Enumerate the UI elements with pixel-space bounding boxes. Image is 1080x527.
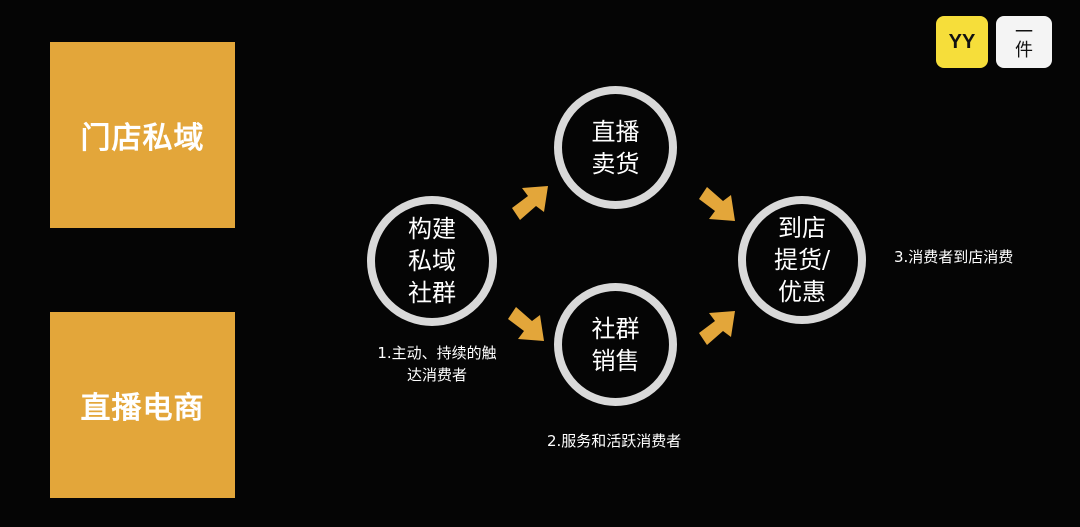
yy-logo-text: YY xyxy=(948,30,976,53)
build-community-circle: 构建 私域 社群 xyxy=(367,196,497,326)
community-sales-label: 社群 销售 xyxy=(591,314,640,375)
store-private-domain-box: 门店私域 xyxy=(50,42,235,228)
step3-caption: 3.消费者到店消费 xyxy=(894,248,1014,266)
step1-caption: 1.主动、持续的触 达消费者 xyxy=(377,344,497,384)
yy-logo: YY xyxy=(936,16,988,68)
yijian-logo: 一 件 xyxy=(996,16,1052,68)
yijian-logo-top: 一 xyxy=(1015,22,1033,43)
arrow-down-right-icon xyxy=(699,187,735,221)
livestream-selling-circle: 直播 卖货 xyxy=(554,86,677,209)
step2-caption: 2.服务和活跃消费者 xyxy=(547,432,682,450)
arrow-down-right-icon xyxy=(508,307,544,341)
store-pickup-label: 到店 提货/ 优惠 xyxy=(773,214,831,306)
live-ecommerce-label: 直播电商 xyxy=(80,391,205,426)
live-ecommerce-box: 直播电商 xyxy=(50,312,235,498)
arrow-up-right-icon xyxy=(512,186,548,220)
yijian-logo-bottom: 件 xyxy=(1015,40,1033,61)
store-pickup-circle: 到店 提货/ 优惠 xyxy=(738,196,866,324)
store-private-domain-label: 门店私域 xyxy=(80,121,205,156)
livestream-selling-label: 直播 卖货 xyxy=(591,117,640,178)
arrow-up-right-icon xyxy=(699,311,735,345)
community-sales-circle: 社群 销售 xyxy=(554,283,677,406)
build-community-label: 构建 私域 社群 xyxy=(408,215,456,307)
